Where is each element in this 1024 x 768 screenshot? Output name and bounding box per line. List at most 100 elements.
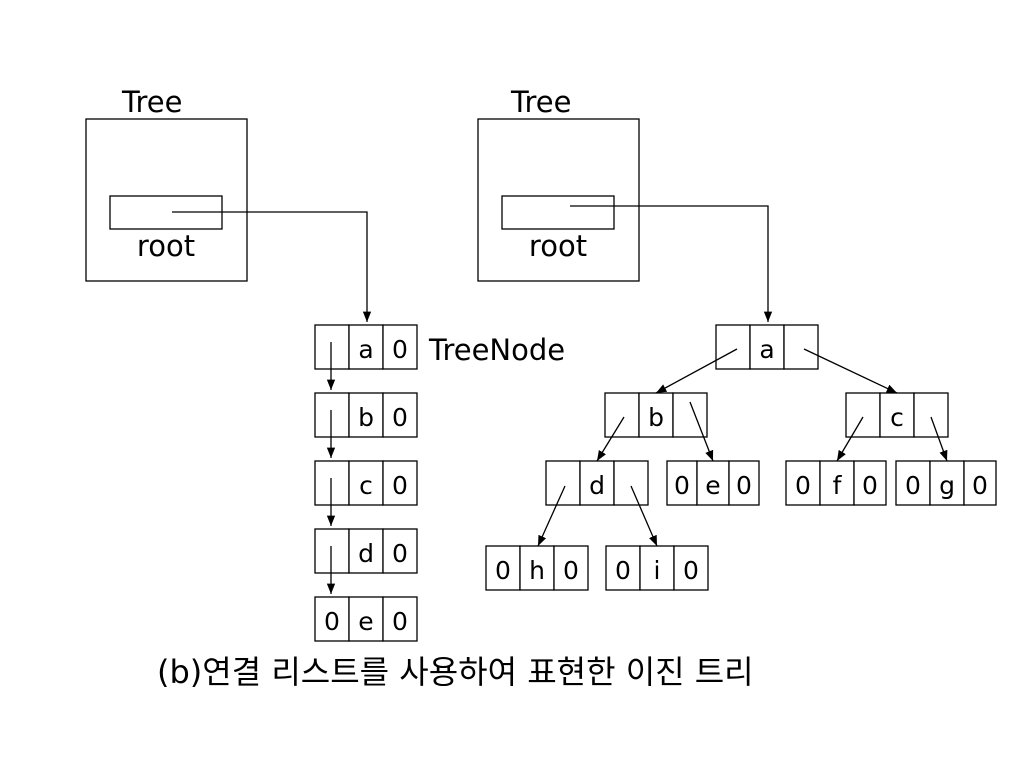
node-cell-right	[913, 392, 949, 438]
right-node-f: 0 f 0	[785, 460, 887, 506]
node-left-link: 0	[674, 471, 690, 500]
right-node-h: 0 h 0	[485, 545, 589, 591]
right-node-e: 0 e 0	[666, 460, 760, 506]
node-cell-right	[382, 596, 418, 642]
node-cell-left	[314, 460, 350, 506]
right-root-pointer	[570, 205, 773, 322]
right-node-c: c	[845, 392, 949, 438]
node-cell-left	[545, 460, 581, 506]
node-cell-left	[895, 460, 931, 506]
node-cell-left	[845, 392, 881, 438]
node-cell-left	[314, 596, 350, 642]
left-node-b: b 0	[314, 392, 418, 438]
node-right-link: 0	[392, 539, 408, 568]
node-cell-left	[314, 324, 350, 370]
node-cell-right	[728, 460, 760, 506]
right-node-i: 0 i 0	[605, 545, 709, 591]
edge-d-h	[537, 485, 566, 547]
node-cell-data	[819, 460, 855, 506]
node-right-link: 0	[563, 556, 579, 585]
left-node-e: 0 e 0	[314, 596, 418, 642]
node-cell-right	[382, 324, 418, 370]
node-cell-left	[485, 545, 521, 591]
node-right-link: 0	[392, 335, 408, 364]
edge-b-e	[689, 401, 714, 462]
left-tree-object: Tree root	[85, 85, 372, 322]
node-right-link: 0	[392, 471, 408, 500]
node-value: d	[358, 539, 374, 568]
node-cell-right	[553, 545, 589, 591]
node-cell-left	[314, 392, 350, 438]
node-cell-left	[666, 460, 698, 506]
node-left-link: 0	[615, 556, 631, 585]
node-left-link: 0	[495, 556, 511, 585]
right-tree-label: Tree	[510, 85, 571, 119]
node-value: f	[833, 471, 843, 500]
node-left-link: 0	[324, 607, 340, 636]
right-root-label: root	[529, 229, 587, 263]
node-value: b	[648, 403, 664, 432]
edge-b-d	[596, 416, 625, 462]
node-cell-right	[673, 545, 709, 591]
left-root-pointer	[172, 211, 372, 322]
node-cell-right	[613, 460, 649, 506]
node-value: e	[705, 471, 720, 500]
left-node-c: c 0	[314, 460, 418, 506]
node-cell-right	[672, 392, 708, 438]
node-cell-right	[382, 528, 418, 574]
node-cell-right	[963, 460, 997, 506]
edge-c-f	[836, 416, 864, 462]
right-root-field	[501, 195, 615, 230]
right-tree-nodes: a b c d	[485, 324, 997, 591]
edge-a-c	[803, 348, 898, 394]
node-cell-data	[639, 545, 675, 591]
left-root-label: root	[137, 229, 195, 263]
node-cell-right	[382, 392, 418, 438]
node-right-link: 0	[392, 403, 408, 432]
node-cell-data	[879, 392, 915, 438]
node-left-link: 0	[795, 471, 811, 500]
node-cell-data	[638, 392, 674, 438]
node-value: h	[529, 556, 545, 585]
node-value: i	[654, 556, 661, 585]
left-tree-label: Tree	[121, 85, 182, 119]
node-cell-right	[382, 460, 418, 506]
node-cell-left	[715, 324, 751, 370]
node-cell-right	[783, 324, 819, 370]
node-cell-right	[853, 460, 887, 506]
node-value: d	[589, 471, 605, 500]
node-value: a	[358, 335, 373, 364]
right-node-g: 0 g 0	[895, 460, 997, 506]
node-value: c	[359, 471, 373, 500]
right-node-a: a	[715, 324, 819, 370]
node-cell-data	[348, 324, 384, 370]
node-cell-left	[604, 392, 640, 438]
node-cell-left	[314, 528, 350, 574]
edge-a-b	[655, 348, 738, 394]
right-tree-edges	[537, 348, 948, 547]
node-right-link: 0	[862, 471, 878, 500]
node-value: e	[358, 607, 373, 636]
node-cell-data	[696, 460, 730, 506]
node-right-link: 0	[736, 471, 752, 500]
right-node-d: d	[545, 460, 649, 506]
node-left-link: 0	[905, 471, 921, 500]
node-value: c	[890, 403, 904, 432]
node-value: a	[759, 335, 774, 364]
right-tree-object: Tree root	[477, 85, 773, 322]
left-node-d: d 0	[314, 528, 418, 574]
node-value: g	[939, 471, 955, 500]
node-right-link: 0	[392, 607, 408, 636]
node-cell-left	[785, 460, 821, 506]
edge-c-g	[930, 416, 948, 462]
left-chain-nodes: a 0 b 0 c 0 d	[314, 324, 418, 642]
node-value: b	[358, 403, 374, 432]
figure-caption: (b)연결 리스트를 사용하여 표현한 이진 트리	[157, 653, 754, 691]
edge-d-i	[630, 485, 658, 547]
treenode-label: TreeNode	[428, 333, 565, 367]
node-right-link: 0	[972, 471, 988, 500]
left-node-a: a 0	[314, 324, 418, 370]
node-right-link: 0	[683, 556, 699, 585]
right-node-b: b	[604, 392, 708, 438]
